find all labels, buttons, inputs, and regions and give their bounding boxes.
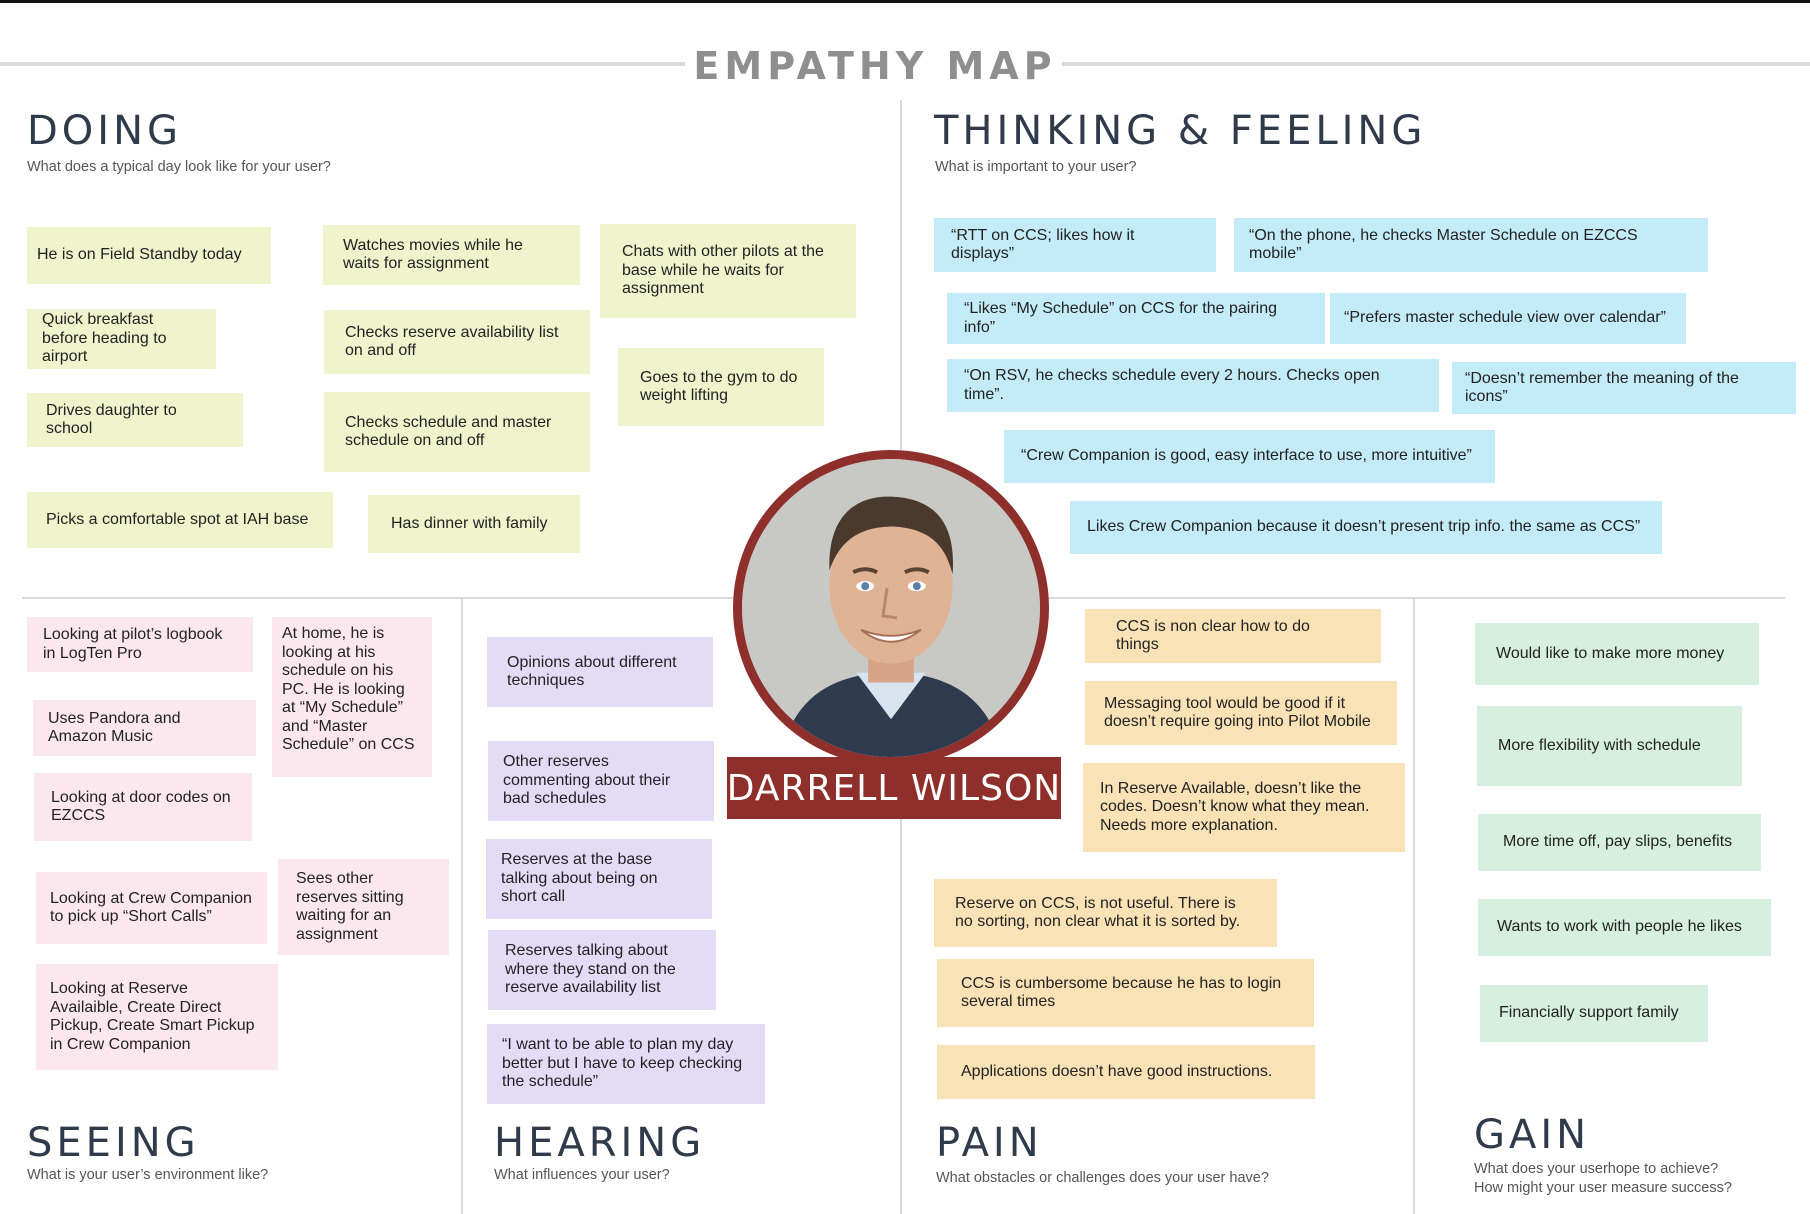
- title-rule-right: [1062, 62, 1810, 66]
- divider-seeing-hearing: [461, 597, 463, 1214]
- thinking-note: “Likes “My Schedule” on CCS for the pair…: [947, 293, 1325, 344]
- gain-note: More time off, pay slips, benefits: [1478, 814, 1761, 871]
- pain-note: CCS is cumbersome because he has to logi…: [937, 959, 1314, 1027]
- persona-name: DARRELL WILSON: [727, 757, 1061, 819]
- seeing-note: At home, he is looking at his schedule o…: [272, 617, 432, 777]
- doing-note: Checks schedule and master schedule on a…: [324, 392, 590, 472]
- gain-note: Wants to work with people he likes: [1478, 899, 1771, 956]
- pain-subtitle: What obstacles or challenges does your u…: [936, 1170, 1269, 1186]
- doing-note: Has dinner with family: [368, 495, 580, 553]
- thinking-note: “Prefers master schedule view over calen…: [1330, 293, 1686, 344]
- map-title: EMPATHY MAP: [693, 44, 1057, 88]
- persona-avatar: [733, 450, 1049, 766]
- seeing-note: Sees other reserves sitting waiting for …: [278, 859, 449, 955]
- thinking-title: THINKING & FEELING: [934, 108, 1427, 154]
- seeing-subtitle: What is your user’s environment like?: [27, 1167, 269, 1183]
- thinking-note: “On RSV, he checks schedule every 2 hour…: [947, 359, 1439, 412]
- seeing-note: Uses Pandora and Amazon Music: [33, 700, 256, 756]
- thinking-note: “On the phone, he checks Master Schedule…: [1234, 218, 1708, 272]
- thinking-subtitle: What is important to your user?: [935, 159, 1137, 175]
- doing-subtitle: What does a typical day look like for yo…: [27, 159, 331, 175]
- seeing-note: Looking at door codes on EZCCS: [34, 773, 252, 841]
- pain-note: Applications doesn’t have good instructi…: [937, 1045, 1315, 1099]
- persona-portrait-icon: [742, 459, 1040, 757]
- hearing-title: HEARING: [494, 1120, 706, 1166]
- seeing-note: Looking at Crew Companion to pick up “Sh…: [36, 872, 267, 944]
- doing-note: Goes to the gym to do weight lifting: [618, 348, 824, 426]
- thinking-note: “Crew Companion is good, easy interface …: [1004, 430, 1495, 483]
- hearing-note: “I want to be able to plan my day better…: [487, 1024, 765, 1104]
- doing-note: He is on Field Standby today: [27, 227, 271, 284]
- doing-note: Watches movies while he waits for assign…: [323, 225, 580, 285]
- hearing-note: Opinions about different techniques: [487, 637, 713, 707]
- gain-title: GAIN: [1474, 1112, 1591, 1158]
- hearing-note: Other reserves commenting about their ba…: [488, 741, 714, 821]
- pain-note: Reserve on CCS, is not useful. There is …: [934, 879, 1277, 947]
- gain-note: Would like to make more money: [1475, 623, 1759, 685]
- gain-note: More flexibility with schedule: [1477, 706, 1742, 786]
- gain-note: Financially support family: [1480, 985, 1708, 1042]
- gain-subtitle-line2: How might your user measure success?: [1474, 1180, 1732, 1196]
- doing-note: Picks a comfortable spot at IAH base: [27, 492, 333, 548]
- thinking-note: “RTT on CCS; likes how it displays”: [934, 218, 1216, 272]
- pain-note: CCS is non clear how to do things: [1085, 609, 1381, 663]
- seeing-note: Looking at pilot’s logbook in LogTen Pro: [27, 617, 253, 672]
- seeing-note: Looking at Reserve Availaible, Create Di…: [36, 964, 278, 1070]
- hearing-subtitle: What influences your user?: [494, 1167, 670, 1183]
- thinking-note: “Doesn’t remember the meaning of the ico…: [1452, 362, 1796, 414]
- doing-note: Checks reserve availability list on and …: [324, 310, 590, 374]
- seeing-title: SEEING: [27, 1120, 200, 1166]
- hearing-note: Reserves at the base talking about being…: [486, 839, 712, 919]
- doing-note: Quick breakfast before heading to airpor…: [27, 309, 216, 369]
- pain-note: Messaging tool would be good if it doesn…: [1085, 681, 1397, 745]
- doing-note: Drives daughter to school: [27, 393, 243, 447]
- hearing-note: Reserves talking about where they stand …: [488, 930, 716, 1010]
- thinking-note: Likes Crew Companion because it doesn’t …: [1070, 501, 1662, 554]
- gain-subtitle-line1: What does your userhope to achieve?: [1474, 1161, 1719, 1177]
- pain-title: PAIN: [936, 1120, 1043, 1166]
- doing-note: Chats with other pilots at the base whil…: [600, 224, 856, 318]
- top-border: [0, 0, 1810, 3]
- divider-pain-gain: [1413, 597, 1415, 1214]
- pain-note: In Reserve Available, doesn’t like the c…: [1083, 763, 1405, 852]
- title-rule-left: [0, 62, 685, 66]
- doing-title: DOING: [27, 108, 182, 154]
